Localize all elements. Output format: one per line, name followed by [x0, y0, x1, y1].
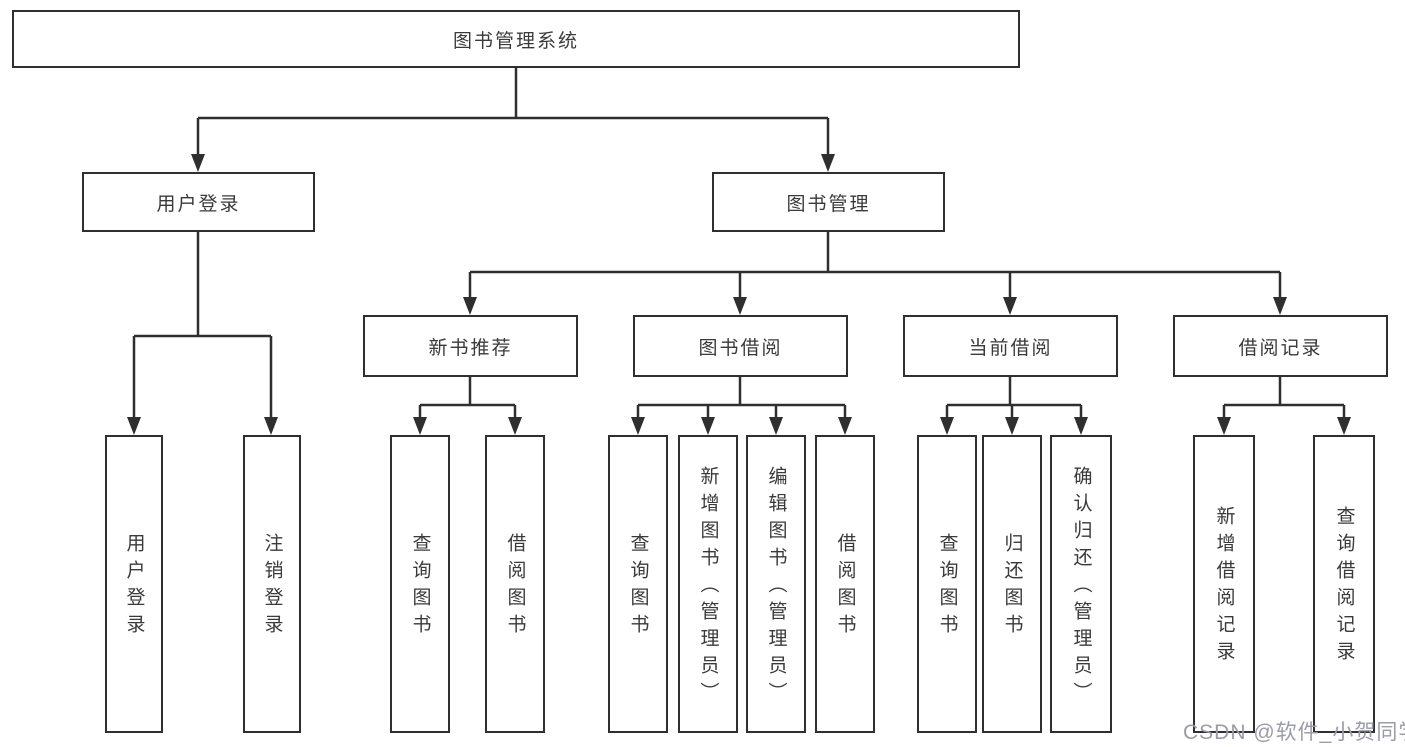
leaf-borrow-books-borrowing: 借阅图书 — [815, 435, 875, 733]
edges-root-to-level2 — [191, 68, 835, 172]
leaf-logout: 注销登录 — [243, 435, 301, 733]
node-borrowing-records: 借阅记录 — [1173, 315, 1388, 377]
leaf-query-borrow-record: 查询借阅记录 — [1313, 435, 1375, 733]
edges-user-login-children — [127, 232, 278, 435]
leaf-borrow-books-recommend: 借阅图书 — [485, 435, 545, 733]
edges-borrowing-records-children — [1217, 377, 1351, 435]
edges-current-borrowing-children — [940, 377, 1088, 435]
node-new-book-recommend: 新书推荐 — [363, 315, 578, 377]
leaf-query-books-recommend: 查询图书 — [390, 435, 450, 733]
node-current-borrowing: 当前借阅 — [903, 315, 1118, 377]
watermark-text: CSDN @软件_小贺同学 — [1183, 721, 1405, 744]
leaf-query-books-current: 查询图书 — [917, 435, 977, 733]
leaf-edit-book-admin: 编辑图书（管理员） — [746, 435, 806, 733]
node-user-login: 用户登录 — [82, 172, 315, 232]
leaf-add-borrow-record: 新增借阅记录 — [1193, 435, 1255, 733]
node-book-management: 图书管理 — [712, 172, 945, 232]
node-book-borrowing: 图书借阅 — [633, 315, 848, 377]
leaf-query-books-borrowing: 查询图书 — [608, 435, 668, 733]
edges-book-management-children — [463, 232, 1287, 315]
leaf-add-book-admin: 新增图书（管理员） — [678, 435, 738, 733]
leaf-user-login: 用户登录 — [105, 435, 163, 733]
leaf-confirm-return-admin: 确认归还（管理员） — [1050, 435, 1112, 733]
node-root: 图书管理系统 — [12, 10, 1020, 68]
leaf-return-book: 归还图书 — [982, 435, 1042, 733]
edges-book-borrowing-children — [631, 377, 852, 435]
edges-new-book-recommend-children — [413, 377, 522, 435]
